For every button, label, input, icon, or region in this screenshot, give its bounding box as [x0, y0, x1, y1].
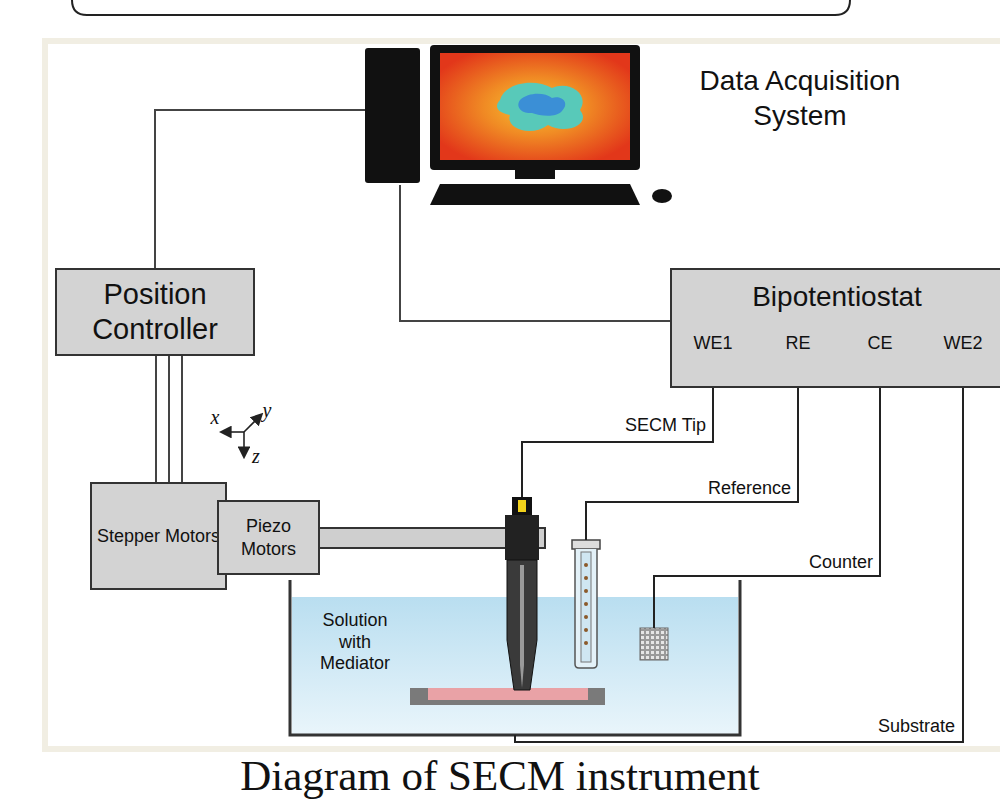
- wire-label: Reference: [672, 478, 791, 500]
- top-frame: [72, 0, 850, 15]
- heatmap-blob: [497, 83, 583, 131]
- wire-label: SECM Tip: [590, 415, 706, 437]
- reference-electrode: [572, 540, 600, 668]
- keyboard: [430, 184, 640, 205]
- tip-wire-lead: [522, 383, 713, 497]
- tip-contact: [518, 500, 526, 512]
- reference-cap: [572, 540, 600, 549]
- counter-mesh: [640, 628, 668, 660]
- x-axis: [222, 431, 244, 433]
- z-axis: [243, 432, 245, 456]
- pin-name: WE2: [937, 333, 989, 355]
- electrode-wires: [515, 383, 963, 742]
- heatmap-core: [518, 94, 565, 116]
- computer-node: Data Acquisition System: [365, 45, 640, 185]
- wire-label: Substrate: [840, 716, 955, 738]
- axis-label: x: [208, 405, 222, 429]
- solution-label: Solution with Mediator: [309, 610, 401, 675]
- motor-box: Stepper Motors: [90, 482, 227, 590]
- panel-border: [42, 38, 1000, 752]
- tip-wire: [520, 565, 524, 688]
- wire-label: Counter: [773, 552, 873, 574]
- connector-line: [400, 185, 670, 321]
- reference-tube: [575, 549, 597, 668]
- caption: Diagram of SECM instrument: [0, 750, 1000, 802]
- monitor-stand: [515, 170, 555, 179]
- process-box: Position Controller: [55, 268, 255, 356]
- node-title: Position Controller: [57, 277, 253, 347]
- node-title: Piezo Motors: [219, 515, 318, 560]
- instrument-box: Bipotentiostat: [670, 268, 1000, 388]
- axis-label: y: [260, 398, 274, 422]
- tip-body: [507, 560, 537, 690]
- monitor: [430, 45, 640, 170]
- substrate-sample: [428, 688, 588, 700]
- panel-ground: [48, 44, 1000, 746]
- heatmap-screen: [440, 53, 630, 160]
- substrate-wire: [515, 383, 963, 742]
- pin-name: RE: [780, 333, 816, 355]
- secm-tip: [505, 497, 539, 690]
- pin-name: WE1: [688, 333, 738, 355]
- node-title: Stepper Motors: [97, 525, 220, 548]
- connector-line: [155, 110, 365, 268]
- y-axis: [244, 415, 261, 432]
- pin-name: CE: [862, 333, 898, 355]
- connector-line: [156, 356, 182, 482]
- motor-box: Piezo Motors: [217, 500, 320, 575]
- axis-label: z: [249, 444, 263, 468]
- tip-cap: [512, 497, 532, 515]
- mouse: [652, 189, 672, 203]
- reference-beads: [584, 563, 588, 645]
- computer-icon: [365, 45, 672, 205]
- node-title: Data Acquisition System: [650, 63, 950, 133]
- substrate-holder: [410, 688, 605, 705]
- reference-wire: [586, 383, 798, 540]
- computer-tower: [365, 48, 420, 183]
- node-title: Bipotentiostat: [672, 280, 1000, 314]
- tip-holder: [505, 515, 539, 560]
- reference-inner: [581, 552, 591, 662]
